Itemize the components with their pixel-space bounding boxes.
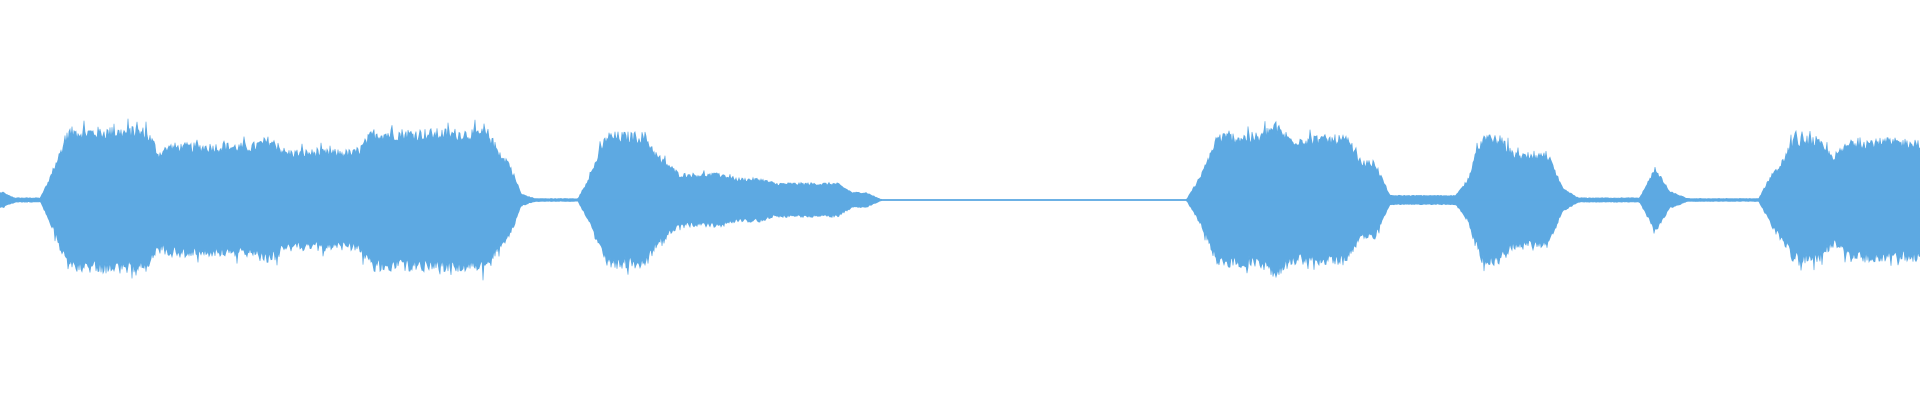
waveform-lower-envelope — [0, 199, 1920, 281]
waveform-upper-envelope — [0, 118, 1920, 201]
